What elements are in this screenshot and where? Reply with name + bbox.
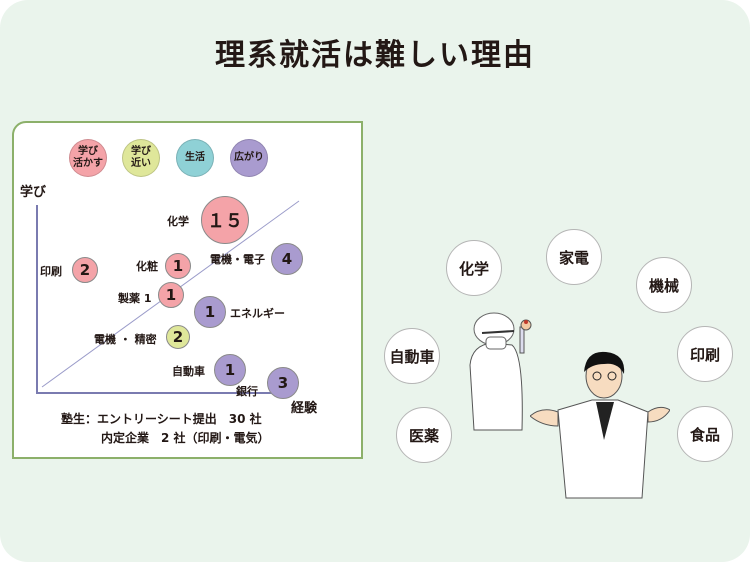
industry-shokuhin: 食品 — [677, 406, 733, 462]
bubble-jidosha: 1 — [214, 354, 246, 386]
legend-hirogari: 広がり — [230, 139, 268, 177]
industry-jidosha: 自動車 — [384, 328, 440, 384]
bubble-insatsu: 2 — [72, 257, 98, 283]
industry-insatsu: 印刷 — [677, 326, 733, 382]
chart-note-entry: 塾生：エントリーシート提出 30 社 — [61, 412, 262, 426]
x-axis-label: 経験 — [291, 401, 318, 416]
industry-kaden: 家電 — [546, 229, 602, 285]
bubble-label-ginko: 銀行 — [236, 385, 258, 398]
bubble-label-denki-denshi: 電機・電子 — [210, 253, 265, 266]
legend-seikatsu: 生活 — [176, 139, 214, 177]
diagonal-line — [41, 200, 300, 388]
lab-worker-illustration — [469, 312, 532, 431]
bubble-denki-denshi: 4 — [271, 243, 303, 275]
bubble-label-energy: エネルギー — [230, 307, 285, 320]
bubble-kagaku: １５ — [201, 196, 249, 244]
bubble-energy: 1 — [194, 296, 226, 328]
legend-manabi-ikasu: 学び活かす — [69, 139, 107, 177]
bubble-seiyaku: 1 — [158, 282, 184, 308]
scientist-illustration — [530, 351, 670, 499]
industry-kikai: 機械 — [636, 257, 692, 313]
bubble-label-seiyaku: 製薬 1 — [118, 292, 152, 305]
chart-note-offers: 内定企業 2 社（印刷・電気） — [101, 431, 270, 445]
bubble-label-denki-seimitsu: 電機 ・ 精密 — [94, 333, 157, 346]
bubble-label-kesho: 化粧 — [136, 260, 158, 273]
x-axis — [36, 392, 288, 394]
legend-manabi-chikai: 学び近い — [122, 139, 160, 177]
y-axis-label: 学び — [20, 185, 47, 200]
bubble-ginko: 3 — [267, 367, 299, 399]
bubble-label-insatsu: 印刷 — [40, 265, 62, 278]
bubble-label-kagaku: 化学 — [167, 215, 189, 228]
bubble-denki-seimitsu: 2 — [166, 325, 190, 349]
bubble-kesho: 1 — [165, 253, 191, 279]
page-title: 理系就活は難しい理由 — [215, 38, 535, 73]
bubble-label-jidosha: 自動車 — [172, 365, 205, 378]
y-axis — [36, 205, 38, 394]
bubble-chart-panel: 学び活かす 学び近い 生活 広がり 学び 経験 化学 １５ 印刷 2 化粧 1 … — [12, 121, 363, 459]
industry-iyaku: 医薬 — [396, 407, 452, 463]
industry-kagaku: 化学 — [446, 240, 502, 296]
